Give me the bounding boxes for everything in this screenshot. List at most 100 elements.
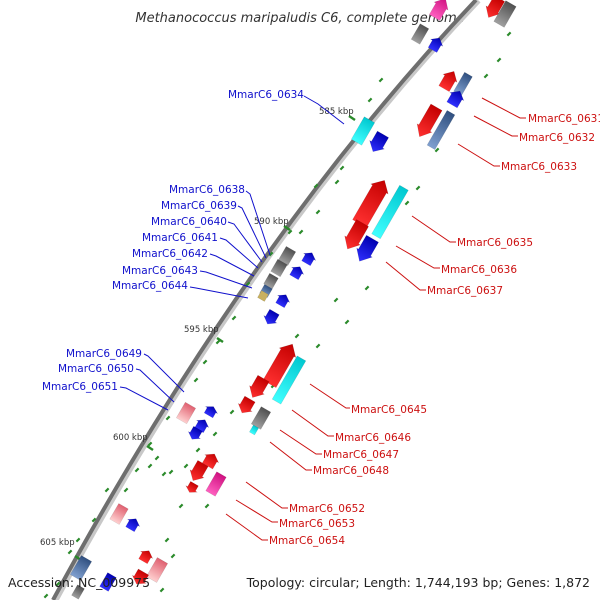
gene-glyph[interactable] [235,395,257,417]
track-tick [364,285,370,291]
gene-glyph[interactable] [274,291,292,309]
gene-label-right[interactable]: MmarC6_0647 [323,449,399,461]
gene-glyph[interactable] [340,219,371,254]
gene-glyph[interactable] [261,339,300,389]
gene-glyph[interactable] [410,23,430,45]
track-tick [415,185,421,191]
gene-glyph[interactable] [245,374,271,402]
gene-glyph[interactable] [371,184,409,240]
track-tick [404,200,410,206]
gene-glyph[interactable] [412,103,444,141]
gene-label-left[interactable]: MmarC6_0649 [66,348,142,360]
gene-label-right[interactable]: MmarC6_0654 [269,535,345,547]
track-tick [164,537,170,543]
gene-glyph[interactable] [205,471,227,497]
gene-label-right[interactable]: MmarC6_0653 [279,518,355,530]
gene-glyph[interactable] [351,175,393,228]
gene-glyph[interactable] [99,572,117,592]
gene-label-left[interactable]: MmarC6_0638 [169,184,245,196]
gene-label-right[interactable]: MmarC6_0652 [289,503,365,515]
scale-label: 590 kbp [254,217,289,227]
gene-glyph[interactable] [257,290,269,302]
track-tick [170,553,176,559]
gene-glyph[interactable] [202,403,219,419]
gene-label-left[interactable]: MmarC6_0641 [142,232,218,244]
gene-glyph[interactable] [271,355,307,405]
track-tick [43,593,49,599]
gene-label-right[interactable]: MmarC6_0645 [351,404,427,416]
scale-tick [348,115,356,121]
gene-label-left[interactable]: MmarC6_0639 [161,200,237,212]
gene-label-left[interactable]: MmarC6_0644 [112,280,188,292]
track-tick [183,463,189,469]
gene-glyph[interactable] [263,272,279,290]
gene-label-left[interactable]: MmarC6_0651 [42,381,118,393]
gene-label-right[interactable]: MmarC6_0637 [427,285,503,297]
gene-label-right[interactable]: MmarC6_0636 [441,264,517,276]
track-tick [496,57,502,63]
track-tick [147,463,153,469]
gene-glyph[interactable] [428,0,453,22]
gene-label-left[interactable]: MmarC6_0634 [228,89,304,101]
track-tick [193,377,199,383]
track-tick [268,251,274,257]
scale-tick [146,445,154,451]
gene-glyph[interactable] [493,0,517,28]
track-tick [165,415,171,421]
gene-glyph[interactable] [300,249,318,267]
gene-label-left[interactable]: MmarC6_0640 [151,216,227,228]
gene-label-right[interactable]: MmarC6_0633 [501,161,577,173]
gene-glyph[interactable] [426,34,445,53]
gene-glyph[interactable] [130,568,151,588]
track-tick [231,315,237,321]
gene-glyph[interactable] [366,130,391,156]
track-tick [168,469,174,475]
gene-label-left[interactable]: MmarC6_0643 [122,265,198,277]
gene-label-left[interactable]: MmarC6_0642 [132,248,208,260]
track-tick [91,517,97,523]
gene-glyph[interactable] [137,547,155,565]
gene-glyph[interactable] [261,308,281,328]
gene-glyph[interactable] [270,258,288,278]
gene-glyph[interactable] [186,425,204,442]
track-tick [287,229,293,235]
track-tick [178,503,184,509]
track-tick [229,409,235,415]
gene-glyph[interactable] [201,450,222,470]
gene-glyph[interactable] [69,555,93,581]
gene-glyph[interactable] [482,0,507,22]
track-tick [506,31,512,37]
scale-label: 600 kbp [113,433,148,443]
scale-label: 605 kbp [40,538,75,548]
position-ticks [43,31,512,599]
map-title: Methanococcus maripaludis C6, complete g… [135,11,464,26]
track-tick [434,147,440,153]
track-tick [159,587,165,593]
gene-label-right[interactable]: MmarC6_0646 [335,432,411,444]
track-tick [344,319,350,325]
gene-glyph[interactable] [71,584,85,600]
gene-label-right[interactable]: MmarC6_0632 [519,132,595,144]
track-tick [147,441,153,447]
gene-glyph[interactable] [124,515,142,533]
gene-label-left[interactable]: MmarC6_0650 [58,363,134,375]
track-tick [161,471,167,477]
gene-glyph[interactable] [445,87,467,109]
gene-glyph[interactable] [350,116,376,146]
track-tick [378,77,384,83]
gene-glyph[interactable] [175,401,197,425]
gene-glyph[interactable] [145,557,169,583]
gene-label-right[interactable]: MmarC6_0648 [313,465,389,477]
gene-glyph[interactable] [186,459,210,484]
gene-label-right[interactable]: MmarC6_0631 [528,113,600,125]
scale-labels: 585 kbp 590 kbp 595 kbp 600 kbp 605 kbp [40,107,354,548]
gene-glyph[interactable] [288,263,306,281]
gene-glyph[interactable] [249,424,259,436]
gene-glyph[interactable] [352,234,381,266]
gene-label-right[interactable]: MmarC6_0635 [457,237,533,249]
gene-glyph[interactable] [109,503,129,525]
gene-glyph[interactable] [184,480,200,495]
gene-glyph[interactable] [437,67,461,93]
gene-glyph[interactable] [426,110,456,150]
